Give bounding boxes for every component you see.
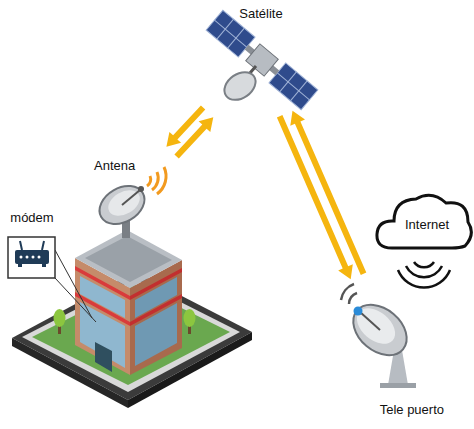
tree-part — [184, 309, 196, 327]
node-label: módem — [10, 210, 53, 226]
teleport-node: Tele puerto — [330, 282, 450, 422]
modem-icon-part — [55, 278, 96, 322]
modem-icon-part — [26, 256, 29, 259]
modem-icon-part — [15, 250, 49, 264]
modem-icon-part — [32, 256, 35, 259]
teleport-dish-part — [360, 312, 380, 330]
satellite-part — [219, 66, 261, 105]
antenna-node: Antena — [88, 156, 170, 238]
modem-icon-part — [20, 256, 23, 259]
roof-antenna-part — [147, 176, 151, 186]
teleport-dish-part — [349, 293, 357, 304]
tree-part — [54, 309, 66, 327]
satellite-part-part — [215, 20, 247, 47]
roof-antenna — [93, 167, 166, 238]
cloud-part — [377, 195, 471, 248]
cloud-part — [414, 262, 434, 267]
signal-arrows — [277, 111, 366, 280]
modem-icon — [8, 237, 96, 322]
teleport-dish-part — [380, 383, 416, 388]
node-label: Tele puerto — [380, 402, 444, 418]
modem-icon-part — [42, 241, 44, 250]
building-part — [95, 342, 112, 372]
arrow-shape — [166, 106, 205, 147]
modem-icon-part — [38, 256, 41, 259]
roof-antenna-part — [104, 185, 144, 221]
roof-antenna-part — [122, 190, 140, 205]
satellite-part-part — [277, 73, 309, 100]
teleport-dish-part — [354, 307, 363, 316]
node-label: Antena — [94, 158, 135, 174]
teleport-dish — [341, 284, 416, 388]
modem-icon-part — [20, 241, 22, 250]
teleport-dish-part — [344, 295, 417, 366]
satellite-part-part — [245, 45, 279, 75]
modem-node: módem — [6, 208, 58, 280]
modem-icon-part — [8, 237, 55, 278]
arrow-shape — [277, 115, 353, 279]
roof-antenna-part — [152, 172, 158, 190]
satellite-node: Satélite — [205, 4, 317, 108]
building — [75, 230, 182, 375]
arrow-shape — [290, 111, 366, 275]
cloud-part — [398, 270, 450, 288]
modem-icon-part — [18, 264, 22, 267]
building-part — [135, 303, 177, 366]
modem-icon-part — [42, 264, 46, 267]
cloud-part — [406, 266, 442, 277]
cloud — [377, 195, 471, 287]
node-label: Satélite — [239, 6, 282, 22]
teleport-dish-part — [341, 284, 354, 300]
teleport-dish-part — [350, 301, 402, 351]
roof-antenna-part — [138, 186, 144, 192]
signal-arrows — [166, 106, 213, 159]
satellite — [206, 10, 318, 110]
building-part — [85, 236, 172, 282]
roof-antenna-part — [93, 178, 152, 231]
node-label: Internet — [405, 217, 449, 233]
satellite-part — [206, 10, 318, 110]
roof-antenna-part — [157, 167, 166, 194]
arrow-shape — [174, 117, 213, 158]
cloud-node: Internet — [374, 190, 474, 252]
